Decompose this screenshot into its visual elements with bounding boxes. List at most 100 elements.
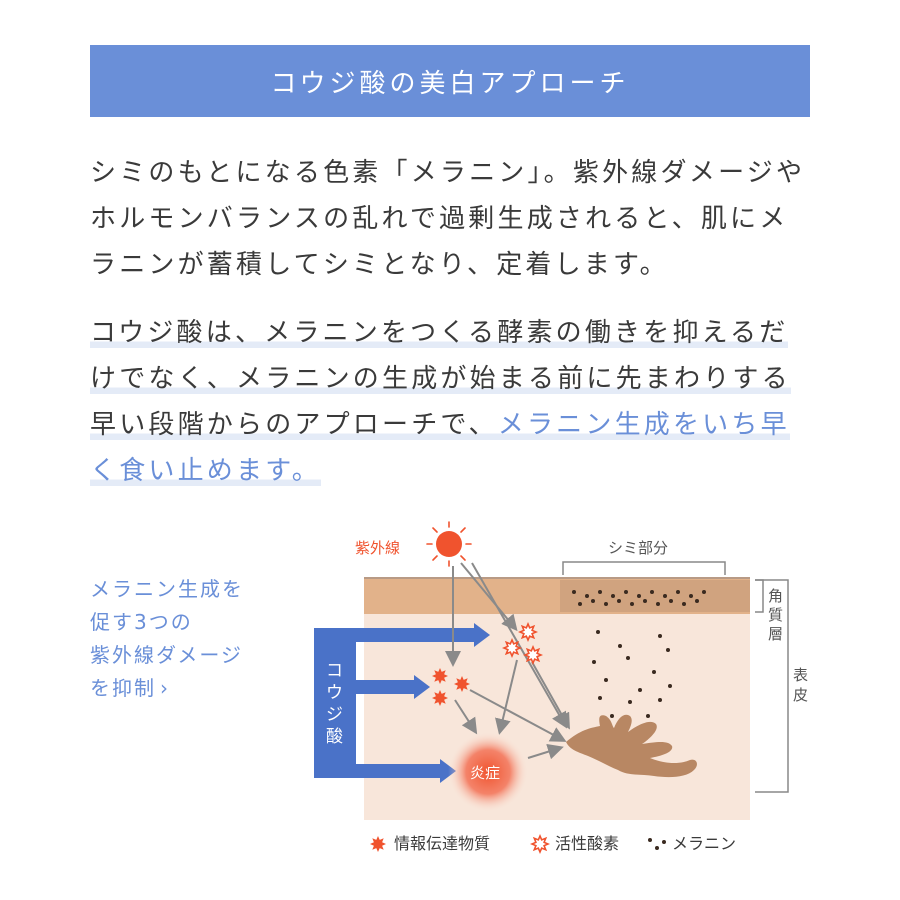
legend-ros-label: 活性酸素 bbox=[555, 834, 619, 853]
melanin-dot bbox=[646, 714, 650, 718]
melanin-dots-stain bbox=[572, 590, 706, 606]
arrow-uv-to-melanocyte bbox=[471, 562, 567, 729]
melanin-dot bbox=[695, 599, 699, 603]
legend-messenger-label: 情報伝達物質 bbox=[394, 834, 490, 853]
melanin-dot bbox=[598, 590, 602, 594]
intro-paragraph: シミのもとになる色素「メラニン」。紫外線ダメージや ホルモンバランスの乱れで過剰… bbox=[90, 150, 814, 288]
melanin-dot bbox=[578, 602, 582, 606]
legend-ros-icon bbox=[529, 833, 551, 855]
melanin-dot bbox=[689, 594, 693, 598]
epidermis-label-2: 皮 bbox=[793, 686, 808, 704]
melanin-dots-rising bbox=[592, 630, 672, 718]
melanin-dot bbox=[637, 594, 641, 598]
arrow-messengers-to-melanocyte bbox=[469, 689, 567, 742]
stratum-bracket bbox=[755, 579, 764, 613]
melanin-dot bbox=[658, 698, 662, 702]
intro-line-3: ラニンが蓄積してシミとなり、定着します。 bbox=[90, 250, 669, 280]
melanin-dot bbox=[663, 594, 667, 598]
stratum-label-1: 角 bbox=[768, 587, 783, 605]
melanin-dot bbox=[676, 590, 680, 594]
stain-bracket bbox=[562, 561, 726, 575]
melanin-dot bbox=[656, 602, 660, 606]
melanin-dot bbox=[585, 594, 589, 598]
legend-melanin-label: メラニン bbox=[672, 834, 736, 853]
intro-line-2: ホルモンバランスの乱れで過剰生成されると、肌にメ bbox=[90, 204, 789, 234]
melanin-dot bbox=[682, 602, 686, 606]
arrow-uv-to-ros bbox=[460, 562, 518, 632]
melanin-dot bbox=[598, 696, 602, 700]
arrow-inflammation-to-melanocyte bbox=[527, 743, 564, 760]
epidermis-label-1: 表 bbox=[793, 666, 808, 684]
kojic-line-1: コウジ酸は、メラニンをつくる酵素の働きを抑えるだ bbox=[90, 318, 789, 348]
messenger-group bbox=[432, 668, 470, 706]
melanin-dot bbox=[702, 590, 706, 594]
messenger-star bbox=[454, 676, 470, 692]
kojic-line-3-plain: 早い段階からのアプローチで、 bbox=[90, 410, 498, 440]
chevron-right-icon: › bbox=[160, 676, 170, 700]
melanin-dot bbox=[668, 684, 672, 688]
legend-messenger-icon bbox=[370, 836, 386, 852]
melanin-dot bbox=[617, 599, 621, 603]
side-note-line-2: 促す3つの bbox=[90, 610, 193, 634]
kojic-line-2: けでなく、メラニンの生成が始まる前に先まわりする bbox=[90, 364, 791, 394]
epidermis-bracket bbox=[755, 579, 789, 793]
melanin-dot bbox=[610, 714, 614, 718]
melanin-dot bbox=[669, 599, 673, 603]
messenger-star bbox=[432, 668, 448, 684]
legend-melanin-icon bbox=[648, 838, 666, 850]
side-note-line-4: を抑制 bbox=[90, 676, 156, 700]
stratum-label-3: 層 bbox=[768, 625, 783, 643]
melanin-dot bbox=[666, 648, 670, 652]
melanin-dot bbox=[658, 634, 662, 638]
legend-messenger-star bbox=[370, 836, 386, 852]
inflammation-label: 炎症 bbox=[470, 764, 500, 782]
stain-area bbox=[560, 580, 750, 612]
sun-icon bbox=[426, 521, 472, 567]
melanin-dot bbox=[572, 590, 576, 594]
melanocyte bbox=[566, 714, 697, 778]
melanin-dot bbox=[596, 630, 600, 634]
melanin-dot bbox=[650, 590, 654, 594]
ros-group bbox=[501, 621, 544, 666]
melanin-dot bbox=[592, 660, 596, 664]
kojic-label-4: 酸 bbox=[326, 727, 343, 747]
melanin-dot bbox=[630, 602, 634, 606]
melanin-dot bbox=[628, 700, 632, 704]
stain-label: シミ部分 bbox=[608, 539, 668, 557]
kojic-label-1: コ bbox=[326, 661, 343, 681]
kojic-line-3: 早い段階からのアプローチで、メラニン生成をいち早 bbox=[90, 410, 790, 440]
epidermis-layer bbox=[364, 578, 750, 820]
arrow-ros-to-melanocyte bbox=[531, 661, 570, 730]
melanin-dot bbox=[591, 599, 595, 603]
kojic-label-3: ジ bbox=[326, 705, 343, 725]
ros-star bbox=[501, 637, 523, 659]
melanin-dot bbox=[604, 602, 608, 606]
side-note-line-1: メラニン生成を bbox=[90, 577, 244, 601]
side-note[interactable]: メラニン生成を 促す3つの 紫外線ダメージ を抑制› bbox=[90, 573, 244, 705]
melanin-dot bbox=[624, 590, 628, 594]
messenger-star bbox=[432, 690, 448, 706]
kojic-label-2: ウ bbox=[326, 683, 343, 703]
melanin-dot bbox=[618, 644, 622, 648]
kojic-line-3-accent: メラニン生成をいち早 bbox=[497, 410, 790, 440]
kojic-paragraph: コウジ酸は、メラニンをつくる酵素の働きを抑えるだ けでなく、メラニンの生成が始ま… bbox=[90, 310, 814, 494]
legend: 情報伝達物質 活性酸素 メラニン bbox=[370, 833, 736, 855]
melanin-dot bbox=[626, 656, 630, 660]
arrow-ros-to-inflammation bbox=[495, 659, 518, 735]
banner-title: コウジ酸の美白アプローチ bbox=[270, 68, 630, 99]
kojic-line-4-accent: く食い止めます。 bbox=[90, 456, 322, 486]
melanin-dot bbox=[611, 594, 615, 598]
ros-star bbox=[522, 644, 544, 666]
stratum-label-2: 質 bbox=[768, 606, 783, 624]
title-banner: コウジ酸の美白アプローチ bbox=[90, 45, 810, 117]
melanin-dot bbox=[643, 599, 647, 603]
arrow-messengers-to-inflammation bbox=[454, 699, 478, 735]
kojic-acid-block bbox=[314, 623, 490, 783]
melanin-dot bbox=[638, 688, 642, 692]
melanin-dot bbox=[652, 670, 656, 674]
legend-ros-star bbox=[529, 833, 551, 855]
ros-star bbox=[517, 621, 539, 643]
inflammation-glow bbox=[448, 732, 528, 812]
melanin-dot bbox=[604, 678, 608, 682]
